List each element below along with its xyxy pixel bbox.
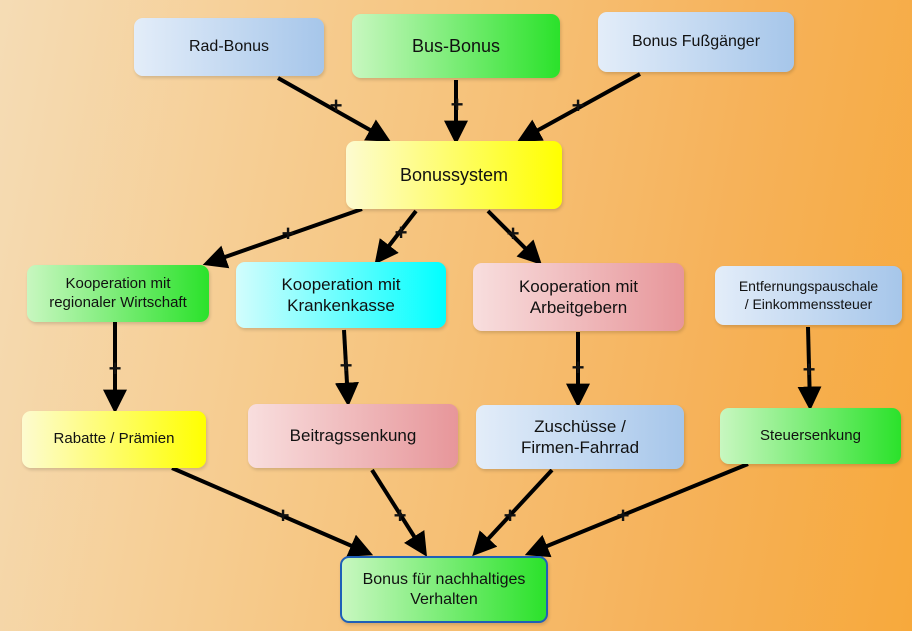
plus-label-arbeitgeber: + <box>506 221 520 246</box>
bonussystem-label: Bonussystem <box>399 164 509 185</box>
bonus-final-label: Bonus für nachhaltiges Verhalten <box>362 570 526 608</box>
plus-label-beitrag: + <box>339 353 353 378</box>
kooperation-arbeitgeber-label: Kooperation mit Arbeitgebern <box>518 276 639 317</box>
edge-bonussystem-to-arbeitgeber <box>486 209 542 265</box>
edge-steuer-to-final <box>524 462 749 558</box>
rad-bonus-box: Rad-Bonus <box>134 18 324 76</box>
plus-label-zuschuesse: + <box>571 355 585 380</box>
rabatte-box: Rabatte / Prämien <box>22 411 206 468</box>
plus-label-rad: + <box>329 93 343 118</box>
bus-bonus-label: Bus-Bonus <box>411 35 501 56</box>
edge-bonussystem-to-wirtschaft <box>202 207 363 269</box>
kooperation-arbeitgeber-box: Kooperation mit Arbeitgebern <box>473 263 684 331</box>
steuersenkung-label: Steuersenkung <box>760 426 861 444</box>
plus-label-fussgaenger: + <box>571 93 585 118</box>
beitragssenkung-label: Beitragssenkung <box>289 426 417 446</box>
kooperation-wirtschaft-box: Kooperation mit regionaler Wirtschaft <box>27 265 209 322</box>
entfernungspauschale-box: Entfernungspauschale / Einkommenssteuer <box>715 266 902 325</box>
bonus-fussgaenger-box: Bonus Fußgänger <box>598 12 794 72</box>
edge-beitrag-to-final <box>370 468 427 557</box>
kooperation-wirtschaft-label: Kooperation mit regionaler Wirtschaft <box>49 274 187 311</box>
plus-label-rabatte-final: + <box>276 503 290 528</box>
plus-label-krankenkasse: + <box>394 220 408 245</box>
rad-bonus-label: Rad-Bonus <box>188 38 270 55</box>
plus-label-beitrag-final: + <box>393 503 407 528</box>
plus-label-wirtschaft: + <box>281 221 295 246</box>
rabatte-label: Rabatte / Prämien <box>53 430 175 448</box>
edge-bonussystem-to-krankenkasse <box>374 209 418 265</box>
beitragssenkung-box: Beitragssenkung <box>248 404 458 468</box>
edge-krankenkasse-to-beitragssenkung <box>334 329 359 407</box>
plus-label-steuer-final: + <box>616 503 630 528</box>
plus-label-rabatte: + <box>108 356 122 381</box>
edge-zuschuesse-to-final <box>472 468 554 557</box>
zuschuesse-label: Zuschüsse / Firmen-Fahrrad <box>520 416 640 457</box>
entfernungspauschale-label: Entfernungspauschale / Einkommenssteuer <box>738 278 879 312</box>
kooperation-krankenkasse-label: Kooperation mit Krankenkasse <box>281 274 401 315</box>
bonussystem-box: Bonussystem <box>346 141 562 209</box>
plus-label-bus: + <box>450 92 464 117</box>
bonus-fussgaenger-label: Bonus Fußgänger <box>631 33 761 50</box>
edge-entfernung-to-steuersenkung <box>797 326 822 411</box>
edge-fussgaenger-to-bonussystem <box>517 72 641 142</box>
plus-label-zuschuesse-final: + <box>503 503 517 528</box>
steuersenkung-box: Steuersenkung <box>720 408 901 464</box>
zuschuesse-box: Zuschüsse / Firmen-Fahrrad <box>476 405 684 469</box>
plus-label-steuer: + <box>802 357 816 382</box>
edge-rad-to-bonussystem <box>277 76 391 142</box>
edge-rabatte-to-final <box>171 466 374 557</box>
bus-bonus-box: Bus-Bonus <box>352 14 560 78</box>
kooperation-krankenkasse-box: Kooperation mit Krankenkasse <box>236 262 446 328</box>
bonus-final-box: Bonus für nachhaltiges Verhalten <box>340 556 548 623</box>
